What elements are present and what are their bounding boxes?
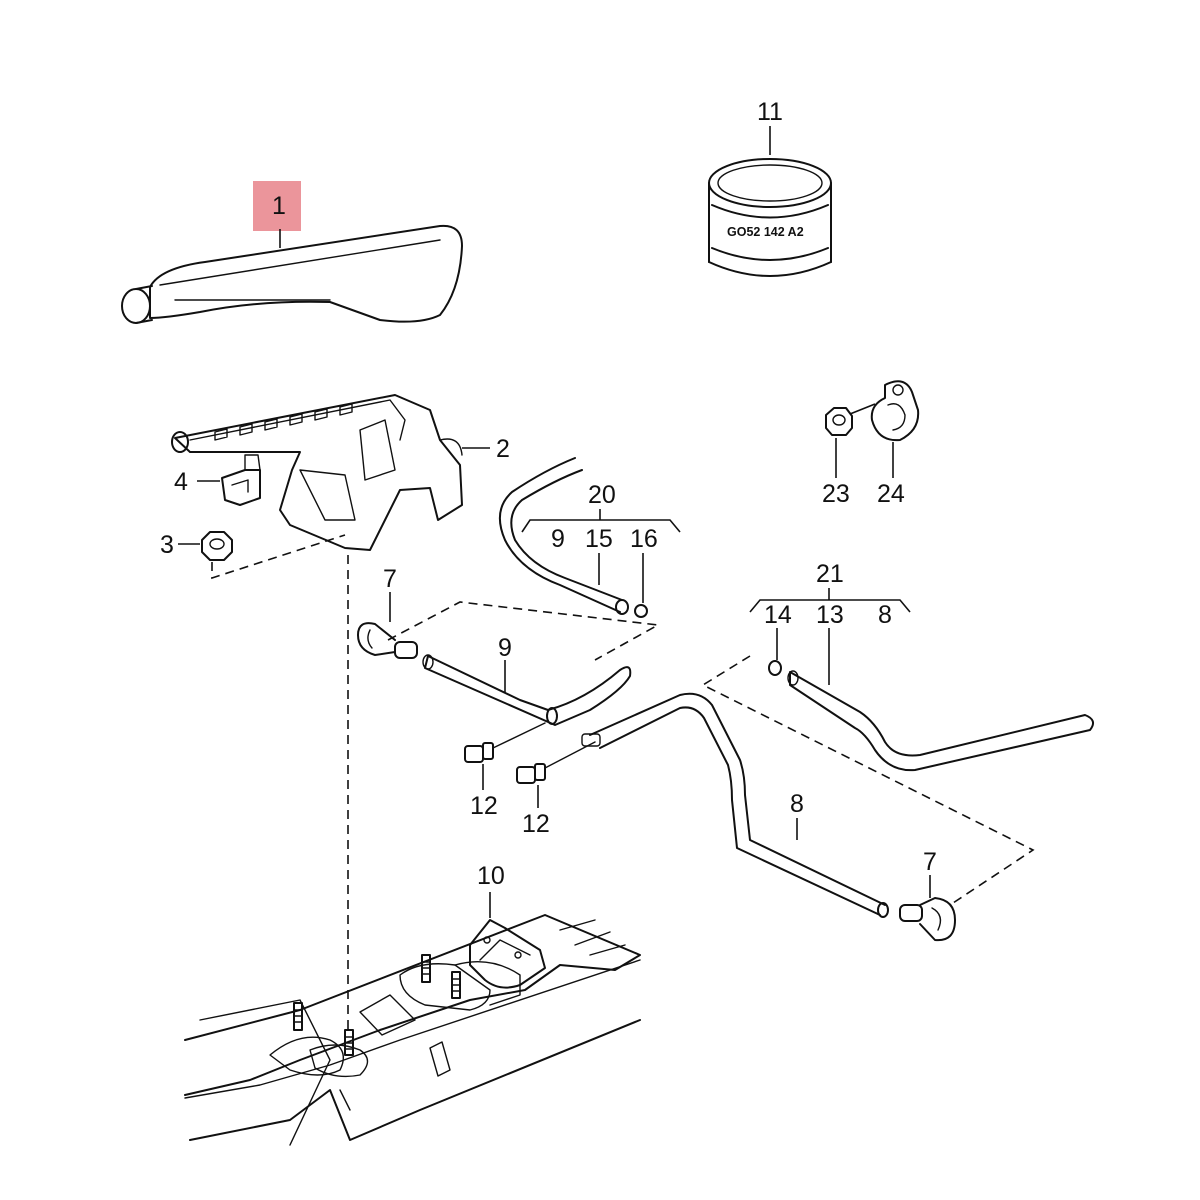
callout-23: 23 — [822, 480, 850, 508]
part-15-hose[interactable] — [498, 457, 629, 615]
callout-7-right: 7 — [923, 848, 937, 876]
callout-12-a: 12 — [470, 792, 498, 820]
part-8-pipe[interactable] — [581, 692, 889, 918]
callout-20: 20 — [588, 481, 616, 509]
callout-7-left: 7 — [383, 565, 397, 593]
callout-13: 13 — [816, 601, 844, 629]
part-12-fitting-a[interactable] — [464, 722, 546, 763]
part-7-connector-left[interactable] — [357, 622, 418, 659]
part-2-lever-bracket[interactable] — [171, 394, 463, 551]
callout-8-pipe: 8 — [790, 790, 804, 818]
floor-studs — [293, 954, 461, 1056]
callout-9-group20: 9 — [551, 525, 565, 553]
part-1-handle-grip[interactable] — [121, 224, 463, 324]
part-9-tube[interactable] — [422, 654, 632, 726]
part-23-nut[interactable] — [825, 407, 853, 436]
callout-8-group21: 8 — [878, 601, 892, 629]
part-16-o-ring[interactable] — [634, 604, 648, 618]
callout-16: 16 — [630, 525, 658, 553]
part-11-sealant-can[interactable] — [708, 158, 832, 277]
callout-12-b: 12 — [522, 810, 550, 838]
part-14-o-ring[interactable] — [768, 660, 782, 676]
callout-24: 24 — [877, 480, 905, 508]
callout-15: 15 — [585, 525, 613, 553]
part-13-hose[interactable] — [787, 670, 1095, 772]
part-7-connector-right[interactable] — [899, 897, 956, 942]
part-10-floor-bracket[interactable] — [469, 919, 546, 989]
callout-11: 11 — [757, 98, 783, 126]
part-12-fitting-b[interactable] — [516, 741, 596, 784]
callout-3: 3 — [160, 531, 174, 559]
callout-21: 21 — [816, 560, 844, 588]
floor-tunnel — [184, 914, 641, 1146]
callout-14: 14 — [764, 601, 792, 629]
part-1-highlight — [253, 181, 301, 231]
callout-4: 4 — [174, 468, 188, 496]
part-4-clip[interactable] — [221, 454, 261, 506]
callout-1: 1 — [272, 192, 286, 220]
callout-10: 10 — [477, 862, 505, 890]
callout-2: 2 — [496, 435, 510, 463]
part-24-clamp[interactable] — [870, 380, 920, 442]
callout-9-tube: 9 — [498, 634, 512, 662]
can-label: GO52 142 A2 — [727, 225, 804, 239]
part-3-nut[interactable] — [201, 531, 233, 561]
